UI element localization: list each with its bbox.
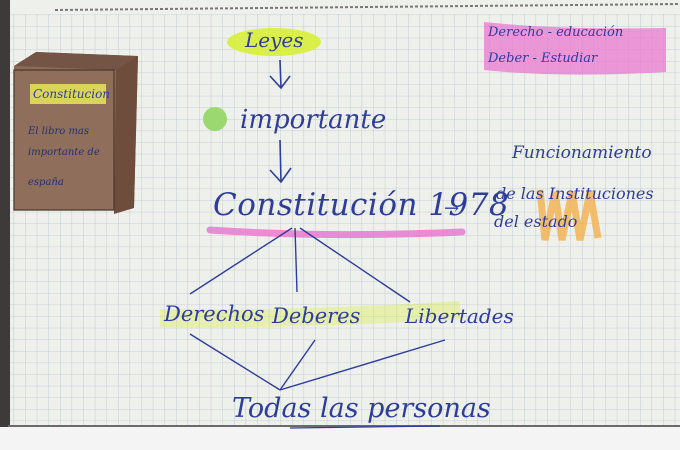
funcionamiento-line-1: Funcionamiento (512, 143, 652, 163)
converge-line-libertades (279, 339, 446, 391)
branch-deberes: Deberes (272, 304, 361, 328)
constitucion-heading: Constitución 1978 (213, 187, 510, 223)
bottom-shadow (0, 427, 680, 450)
funcionamiento-line-3: del estado (494, 212, 578, 231)
book-spine (114, 56, 138, 214)
constitucion-underline-highlight (206, 226, 466, 239)
branch-line-libertades (299, 227, 411, 303)
funcionamiento-orange-scribble (536, 189, 602, 241)
book-title-highlight (30, 84, 106, 104)
branch-libertades: Libertades (405, 304, 514, 328)
book-title: Constitucion (33, 87, 111, 101)
legend-line-2: Deber - Estudiar (488, 51, 598, 66)
importante-label: importante (240, 105, 387, 135)
book-line-2: importante de (28, 147, 100, 158)
converge-line-deberes (279, 339, 316, 391)
branch-line-deberes (294, 227, 298, 293)
branch-line-derechos (189, 227, 293, 295)
book-top (14, 52, 138, 70)
leyes-heading: Leyes (245, 28, 304, 52)
book-line-3: españa (28, 177, 64, 188)
leyes-highlight (227, 28, 321, 56)
branch-derechos: Derechos (164, 302, 265, 326)
arrow-importante-constitucion (269, 139, 292, 184)
derecho-branch-highlight (159, 301, 461, 328)
legend-line-1: Derecho - educación (488, 25, 624, 40)
green-dot (203, 107, 227, 131)
left-margin-shadow (0, 0, 10, 450)
funcionamiento-line-2: de las Instituciones (496, 184, 654, 203)
bottom-label: Todas las personas (232, 393, 491, 424)
legend-highlight (484, 22, 666, 75)
arrow-leyes-importante (269, 59, 291, 90)
spiral-top-edge (54, 3, 680, 11)
converge-line-derechos (189, 333, 281, 391)
book-line-1: El libro mas (28, 126, 90, 137)
todas-underline (289, 425, 441, 429)
constitucion-arrow: → (444, 198, 460, 219)
